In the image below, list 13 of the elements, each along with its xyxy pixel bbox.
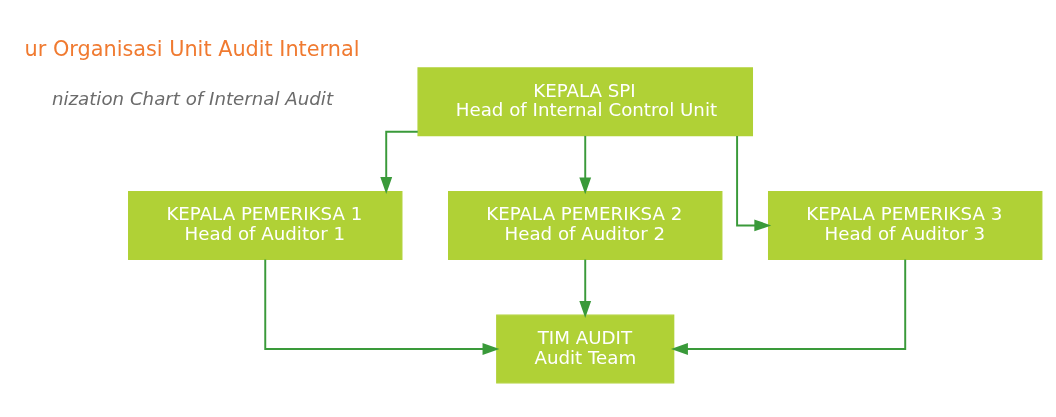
- label: nization Chart of Internal Audit: [51, 88, 334, 110]
- node-box: KEPALA PEMERIKSA 2 Head of Auditor 2: [448, 190, 723, 260]
- arrow: [671, 258, 907, 355]
- node-box: KEPALA SPI Head of Internal Control Unit: [417, 67, 754, 137]
- arrow: [264, 258, 500, 355]
- node-box: KEPALA PEMERIKSA 3 Head of Auditor 3: [768, 190, 1043, 260]
- arrow: [579, 134, 592, 195]
- diagram-title: ur Organisasi Unit Audit Internal: [24, 37, 360, 62]
- node-box: TIM AUDIT Audit Team: [496, 314, 675, 384]
- node-box: KEPALA PEMERIKSA 1 Head of Auditor 1: [128, 190, 403, 260]
- arrow: [736, 134, 772, 232]
- arrow: [380, 130, 419, 195]
- arrow: [579, 258, 592, 318]
